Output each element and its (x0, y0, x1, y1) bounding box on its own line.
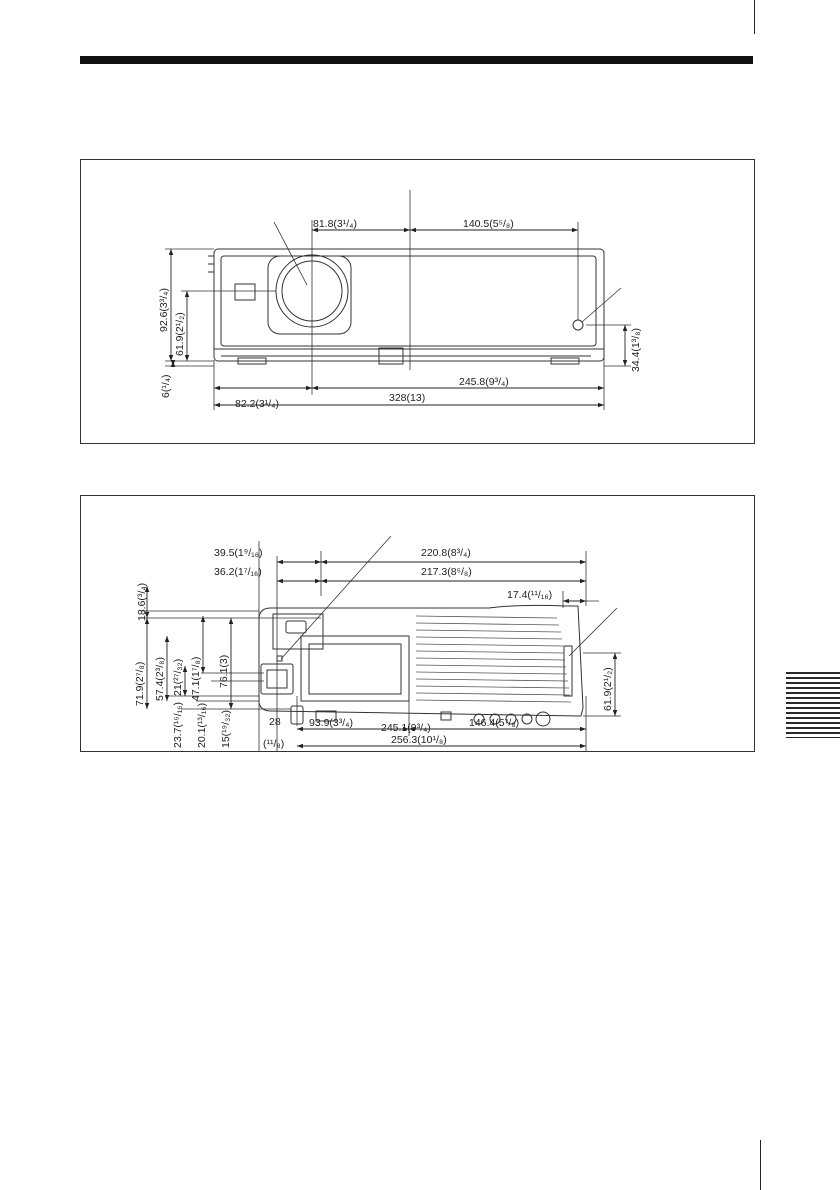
chapter-side-tab (786, 672, 840, 738)
dim-right-span: 245.8(9³/₄) (459, 376, 509, 388)
front-dimension-lines (168, 227, 628, 408)
dim-256: 256.3(10¹/₈) (391, 734, 447, 746)
corner-crop-line (754, 0, 755, 34)
dim-right-offset: 140.5(5⁵/₈) (463, 218, 514, 230)
dim-17: 17.4(¹¹/₁₆) (507, 589, 552, 601)
dim-47: 47.1(1⁷/₈) (190, 657, 202, 701)
dim-220: 220.8(8³/₄) (421, 547, 471, 559)
dim-146: 146.4(5⁷/₈) (469, 717, 519, 729)
dim-20: 20.1(¹³/₁₆) (196, 703, 208, 748)
dim-57: 57.4(2³/₈) (154, 657, 166, 701)
dim-61: 61.9(2¹/₂) (602, 667, 614, 711)
dim-21: 21(²⁷/₃₂) (172, 659, 184, 696)
dim-height-total: 92.6(3³/₄) (158, 288, 170, 332)
dim-36: 36.2(1⁷/₁₆) (214, 566, 262, 578)
side-vent-grille (415, 615, 572, 703)
footer-divider (760, 1140, 761, 1190)
dim-93: 93.9(3³/₄) (309, 717, 353, 729)
side-view-drawing: 39.5(1⁹/₁₆) 220.8(8³/₄) 36.2(1⁷/₁₆) 217.… (134, 535, 621, 751)
dim-23: 23.7(¹⁵/₁₆) (172, 702, 184, 748)
dim-width-total: 328(13) (389, 392, 425, 404)
dim-foot: 6(¹/₄) (160, 374, 172, 398)
dim-lens-offset: 81.8(3¹/₄) (313, 218, 357, 230)
dim-39: 39.5(1⁹/₁₆) (214, 547, 262, 559)
dim-217: 217.3(8⁵/₈) (421, 566, 472, 578)
front-view-panel: 81.8(3¹/₄) 140.5(5⁵/₈) 82.2(3¹/₄) 245.8(… (80, 159, 755, 444)
dim-71: 71.9(2⁷/₈) (134, 662, 146, 706)
dim-15: 15(¹⁹/₃₂) (220, 710, 232, 748)
dim-height-lens: 61.9(2¹/₂) (174, 312, 186, 356)
side-view-panel: 39.5(1⁹/₁₆) 220.8(8³/₄) 36.2(1⁷/₁₆) 217.… (80, 495, 755, 752)
dim-left-span: 82.2(3¹/₄) (235, 398, 279, 410)
projector-front-outline (208, 248, 605, 365)
dim-76: 76.1(3) (218, 655, 230, 688)
side-extension-lines (141, 535, 621, 751)
dim-28: 28 (269, 716, 281, 728)
section-title-bar (80, 56, 753, 64)
dim-245: 245.1(9³/₄) (381, 722, 431, 734)
dim-sensor-height: 34.4(1³/₈) (630, 328, 642, 372)
dim-18: 18.6(³/₄) (136, 583, 148, 621)
dim-28-inch: (¹¹/₈) (263, 738, 284, 750)
side-dimension-lines (144, 559, 618, 749)
front-view-drawing: 81.8(3¹/₄) 140.5(5⁵/₈) 82.2(3¹/₄) 245.8(… (158, 190, 642, 410)
